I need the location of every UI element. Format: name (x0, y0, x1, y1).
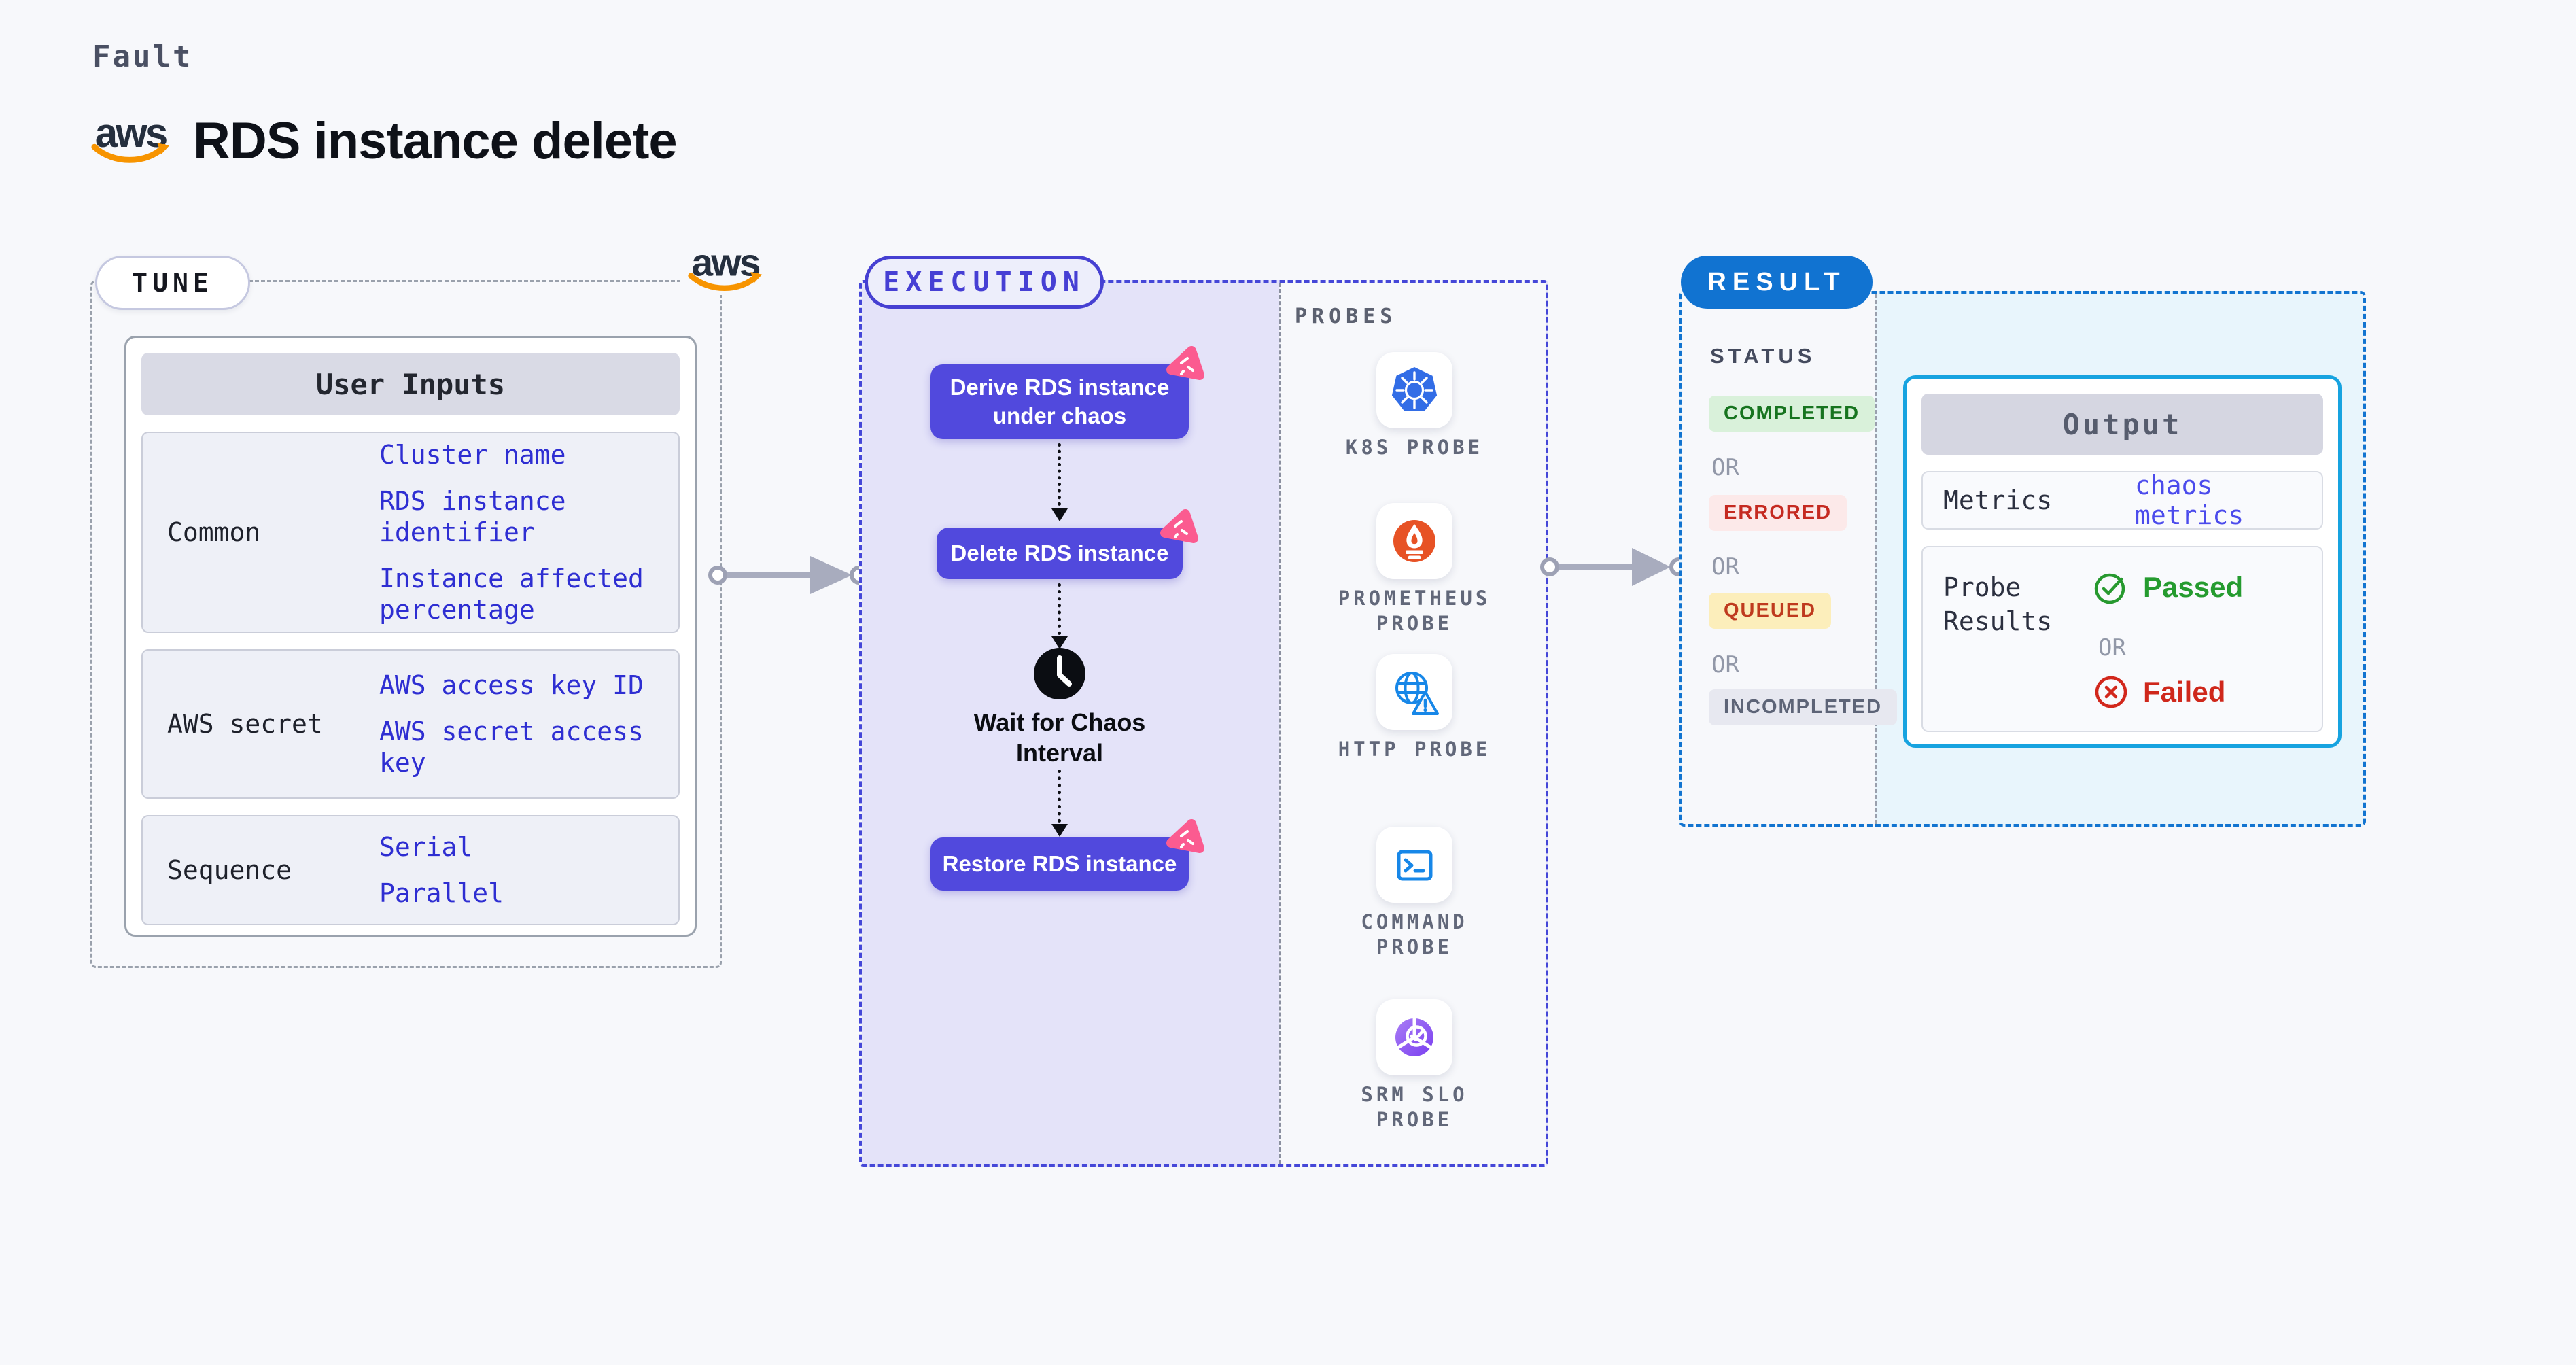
probe-label: HTTP PROBE (1338, 738, 1491, 761)
step-wait-for-chaos-interval: Wait for Chaos Interval (973, 708, 1146, 767)
status-badge-errored: ERRORED (1709, 495, 1847, 531)
table-row: AWS secret AWS access key ID AWS secret … (141, 649, 680, 799)
metrics-label: Metrics (1943, 485, 2053, 515)
step-label: Derive RDS instance under chaos (950, 375, 1170, 428)
input-value: Serial (379, 832, 473, 862)
probe-results-label: Probe Results (1943, 572, 2053, 636)
kubernetes-icon (1391, 367, 1438, 411)
or-separator: OR (1711, 651, 1739, 678)
row-label: AWS secret (167, 709, 323, 739)
chaos-metrics-link[interactable]: chaos metrics (2135, 470, 2244, 530)
wait-clock-icon[interactable] (1033, 647, 1086, 700)
connector-arrowhead (1051, 636, 1068, 649)
globe-warning-icon (1395, 672, 1439, 715)
connector-line (1058, 583, 1061, 635)
terminal-icon (1397, 850, 1433, 881)
aws-smile-icon (688, 272, 763, 291)
input-value: RDS instance identifier (379, 486, 566, 547)
aws-smile-icon (91, 143, 170, 163)
status-heading: STATUS (1710, 344, 1816, 368)
row-label: Common (167, 517, 261, 547)
probes-divider (1279, 283, 1281, 1164)
probe-label: SRM SLO PROBE (1361, 1083, 1468, 1131)
input-value: AWS access key ID (379, 670, 644, 700)
page-title: RDS instance delete (193, 112, 678, 170)
chaos-fault-icon (1166, 346, 1204, 380)
connector-line (1058, 443, 1061, 506)
status-badge-queued: QUEUED (1709, 593, 1832, 629)
check-circle-icon (2094, 573, 2125, 604)
status-badge-completed: COMPLETED (1709, 396, 1875, 432)
slo-donut-check-icon (1395, 1017, 1433, 1056)
result-pill: RESULT (1681, 256, 1873, 309)
step-delete-rds-instance[interactable]: Delete RDS instance (937, 509, 1198, 579)
row-label: Sequence (167, 855, 292, 885)
failed-label: Failed (2143, 676, 2226, 708)
probe-srm-slo[interactable] (1376, 999, 1452, 1075)
or-separator: OR (1711, 553, 1739, 581)
probe-command[interactable] (1376, 827, 1452, 903)
probe-label: K8S PROBE (1345, 436, 1484, 459)
user-inputs-header: User Inputs (141, 353, 680, 415)
failed-result: Failed (2093, 674, 2225, 710)
execution-pill: EXECUTION (865, 256, 1104, 309)
probe-label: PROMETHEUS PROBE (1338, 587, 1491, 635)
arrow-execution-to-result (1540, 548, 1688, 586)
tune-pill: TUNE (95, 256, 250, 310)
probe-label: COMMAND PROBE (1361, 910, 1468, 958)
or-separator: OR (2098, 634, 2126, 661)
x-circle-icon (2095, 676, 2127, 708)
user-inputs-card: User Inputs Common Cluster name RDS inst… (124, 336, 697, 937)
input-value: AWS secret access key (379, 716, 644, 778)
prometheus-icon (1393, 520, 1435, 562)
aws-logo-tune: aws (680, 242, 771, 295)
arrow-tune-to-execution (708, 556, 869, 594)
connector-line (1058, 770, 1061, 823)
table-row: Sequence Serial Parallel (141, 815, 680, 925)
step-label: Restore RDS instance (942, 851, 1177, 876)
input-value: Instance affected percentage (379, 564, 644, 625)
table-row: Common Cluster name RDS instance identif… (141, 432, 680, 633)
probe-k8s[interactable] (1376, 352, 1452, 428)
fault-category-label: Fault (92, 39, 193, 74)
probes-heading: PROBES (1295, 305, 1397, 328)
status-badge-incompleted: INCOMPLETED (1709, 689, 1898, 725)
aws-logo-text: aws (94, 110, 168, 156)
input-value: Parallel (379, 878, 504, 908)
output-header: Output (1921, 394, 2323, 455)
aws-logo: aws (90, 113, 171, 166)
probe-prometheus[interactable] (1376, 503, 1452, 579)
connector-arrowhead (1051, 508, 1068, 521)
step-derive-rds-instance[interactable]: Derive RDS instance under chaos (930, 346, 1204, 439)
connector-arrowhead (1051, 824, 1068, 837)
input-value: Cluster name (379, 440, 566, 470)
chaos-fault-icon (1166, 819, 1204, 853)
or-separator: OR (1711, 454, 1739, 481)
passed-result: Passed (2093, 569, 2243, 606)
chaos-fault-icon (1160, 509, 1198, 543)
output-card: Output Metrics chaos metrics Probe Resul… (1903, 375, 2342, 748)
aws-logo-text: aws (691, 241, 761, 284)
tune-section (90, 280, 722, 968)
probe-results-row: Probe Results Passed OR Failed (1921, 546, 2323, 732)
probe-http[interactable] (1376, 654, 1452, 730)
metrics-row: Metrics chaos metrics (1921, 470, 2323, 530)
status-output-divider (1875, 294, 1877, 824)
step-label: Delete RDS instance (950, 540, 1169, 566)
step-restore-rds-instance[interactable]: Restore RDS instance (930, 819, 1204, 891)
passed-label: Passed (2143, 571, 2244, 603)
